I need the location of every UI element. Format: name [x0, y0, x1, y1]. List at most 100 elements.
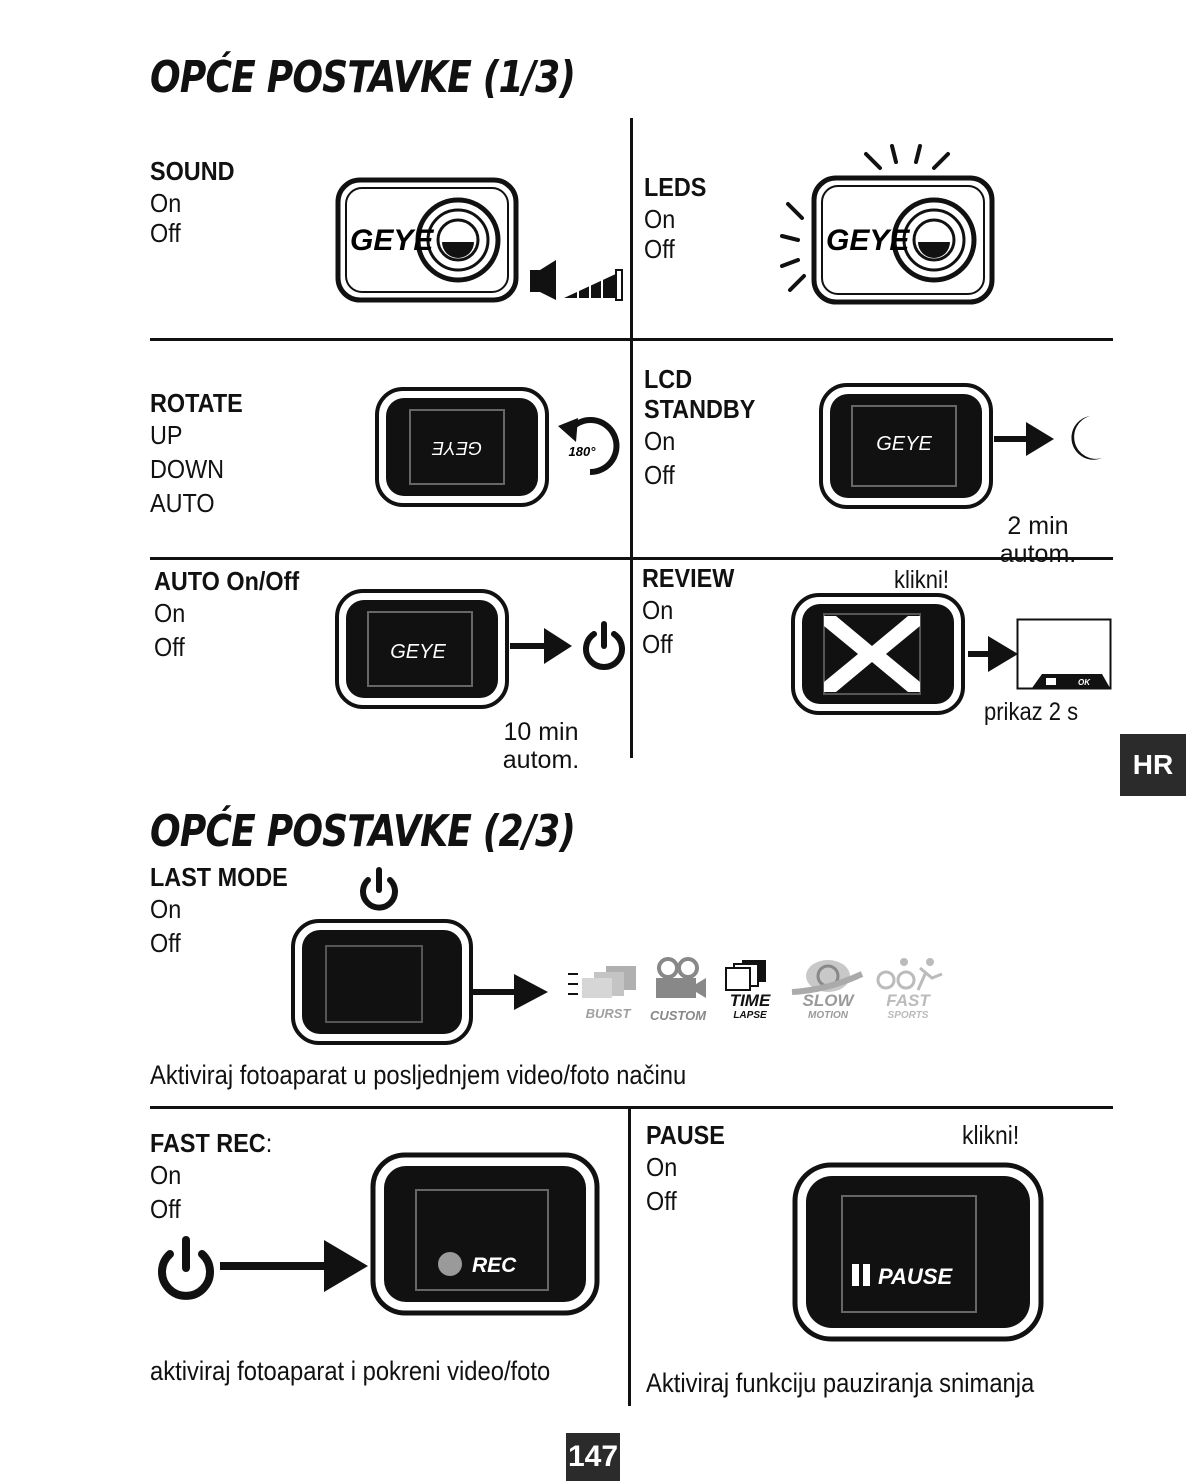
review-option-off[interactable]: Off [642, 629, 673, 659]
svg-text:TIME: TIME [730, 991, 771, 1010]
fast-rec-caption: aktiviraj fotoaparat i pokreni video/fot… [150, 1356, 551, 1386]
svg-text:CUSTOM: CUSTOM [650, 1008, 707, 1023]
auto-off-option-off[interactable]: Off [154, 632, 185, 662]
last-mode-label: LAST MODE [150, 862, 288, 892]
svg-text:BURST: BURST [586, 1006, 632, 1021]
arrow-icon [472, 974, 548, 1010]
arrow-to-power-icon [510, 621, 625, 670]
rotate-option-down[interactable]: DOWN [150, 454, 225, 484]
leds-option-on[interactable]: On [644, 204, 676, 234]
volume-icon [530, 260, 623, 301]
moon-icon [1071, 416, 1102, 460]
rec-dot-icon [438, 1252, 462, 1276]
review-caption: prikaz 2 s [984, 698, 1079, 726]
slow-motion-icon: SLOW MOTION [791, 960, 864, 1021]
brand-logo: GEYE [826, 224, 910, 257]
auto-off-option-on[interactable]: On [154, 598, 186, 628]
review-option-on[interactable]: On [642, 595, 674, 625]
lcd-label-line2: STANDBY [644, 394, 756, 424]
burst-icon: BURST [568, 966, 636, 1021]
screen-logo: GEYE [876, 433, 932, 455]
svg-text:180°: 180° [569, 444, 597, 459]
time-lapse-icon: TIME LAPSE [725, 960, 771, 1021]
camera-back-illustration-last-mode [291, 919, 473, 1045]
arrow-to-moon-icon [994, 416, 1102, 460]
auto-off-setting: AUTO On/Off On Off [154, 566, 315, 664]
last-mode-caption: Aktiviraj fotoaparat u posljednjem video… [150, 1060, 687, 1090]
pause-option-off[interactable]: Off [646, 1186, 677, 1216]
lcd-standby-note: 2 min autom. [999, 512, 1077, 568]
leds-label: LEDS [644, 172, 707, 202]
svg-text:MOTION: MOTION [808, 1010, 849, 1021]
auto-off-label: AUTO On/Off [154, 566, 300, 596]
sound-option-off[interactable]: Off [150, 218, 181, 248]
row-divider-2 [150, 557, 1113, 560]
power-icon [360, 867, 398, 911]
lcd-option-on[interactable]: On [644, 426, 676, 456]
review-setting: REVIEW On Off [642, 563, 745, 661]
fast-sports-icon: FAST SPORTS [876, 958, 943, 1021]
led-rays-icon [780, 144, 950, 292]
arrow-icon [968, 636, 1018, 672]
camera-back-illustration-lcd: GEYE [819, 383, 993, 509]
page-title-2: OPĆE POSTAVKE (2/3) [150, 806, 576, 857]
fast-rec-option-off[interactable]: Off [150, 1194, 181, 1224]
column-divider-1 [630, 118, 633, 758]
delete-icon [1046, 678, 1056, 685]
leds-setting: LEDS On Off [644, 172, 713, 266]
pause-label: PAUSE [646, 1120, 725, 1150]
page-title-1: OPĆE POSTAVKE (1/3) [150, 52, 576, 103]
review-cross-icon [824, 616, 920, 692]
language-tab: HR [1120, 734, 1186, 796]
camera-back-illustration-rotate: GEYE [375, 387, 549, 507]
screen-logo: GEYE [390, 641, 446, 663]
row-divider-3 [150, 1106, 1113, 1109]
sound-option-on[interactable]: On [150, 188, 182, 218]
fast-rec-label: FAST REC [150, 1128, 266, 1158]
lcd-option-off[interactable]: Off [644, 460, 675, 490]
review-screen-preview: OK [1016, 618, 1112, 690]
camera-back-illustration-pause: PAUSE [792, 1162, 1044, 1342]
rotate-180-icon: 180° [558, 417, 620, 476]
rotate-setting: ROTATE UP DOWN AUTO [150, 388, 253, 520]
pause-caption: Aktiviraj funkciju pauziranja snimanja [646, 1368, 1035, 1398]
rotate-option-auto[interactable]: AUTO [150, 488, 215, 518]
leds-option-off[interactable]: Off [644, 234, 675, 264]
power-icon [583, 631, 625, 670]
rotate-option-up[interactable]: UP [150, 420, 183, 450]
pause-option-on[interactable]: On [646, 1152, 678, 1182]
fast-rec-option-on[interactable]: On [150, 1160, 182, 1190]
camera-back-illustration-review [791, 593, 965, 715]
brand-logo: GEYE [350, 224, 434, 257]
last-mode-option-off[interactable]: Off [150, 928, 181, 958]
sound-setting: SOUND On Off [150, 156, 244, 250]
review-click-hint: klikni! [894, 566, 950, 594]
mode-icons-row: BURST CUSTOM TIME LAPSE SLOW MOTION FAST… [568, 957, 943, 1023]
svg-text:LAPSE: LAPSE [733, 1010, 767, 1021]
power-icon [158, 1250, 214, 1300]
svg-text:OK: OK [1078, 678, 1091, 687]
lcd-label-line1: LCD [644, 364, 693, 394]
power-arrow-icon [158, 1236, 368, 1300]
camera-front-illustration-sound: GEYE [335, 177, 519, 303]
screen-logo-rotated: GEYE [431, 438, 482, 458]
camera-back-illustration-fast-rec: REC [370, 1152, 600, 1316]
rotate-label: ROTATE [150, 388, 243, 418]
pause-screen-label: PAUSE [878, 1264, 953, 1289]
pause-setting: PAUSE On Off [646, 1120, 734, 1218]
last-mode-option-on[interactable]: On [150, 894, 182, 924]
row-divider-1 [150, 338, 1113, 341]
pause-click-hint: klikni! [962, 1120, 1020, 1150]
rec-label: REC [472, 1254, 517, 1277]
page-number: 147 [566, 1433, 620, 1481]
camera-back-illustration-auto-off: GEYE [335, 589, 509, 709]
svg-text:SLOW: SLOW [803, 991, 856, 1010]
lcd-standby-setting: LCD STANDBY On Off [644, 364, 768, 492]
sound-label: SOUND [150, 156, 235, 186]
camera-front-illustration-leds: GEYE [780, 144, 995, 305]
pause-bars-icon [852, 1264, 859, 1286]
svg-text:SPORTS: SPORTS [888, 1010, 929, 1021]
fast-rec-setting: FAST REC: On Off [150, 1128, 273, 1224]
custom-icon: CUSTOM [650, 957, 707, 1023]
auto-off-note: 10 min autom. [502, 718, 580, 774]
